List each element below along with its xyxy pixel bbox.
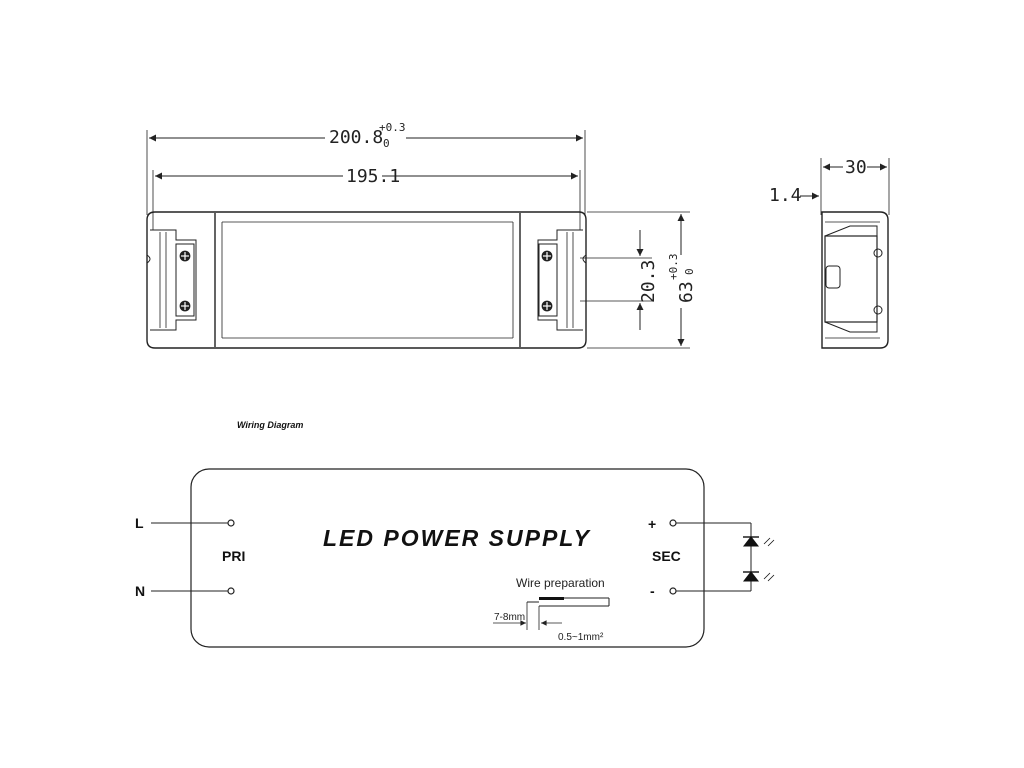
housing-outline [146, 211, 587, 349]
right-dimensions [580, 211, 690, 349]
dim-overall-tol-lower: 0 [383, 137, 390, 150]
wiring-caption: Wiring Diagram [237, 420, 303, 430]
supply-box [190, 468, 705, 648]
dim-height-tol-lower: 0 [683, 268, 696, 275]
led-symbols [742, 536, 775, 582]
wire-insulation [539, 597, 564, 600]
terminal-l [227, 519, 235, 527]
terminal-minus [669, 587, 677, 595]
dim-height-label: 63 [676, 281, 697, 303]
dim-height-tol-upper: +0.3 [667, 254, 680, 281]
dim-overall-label: 200.8 [329, 127, 383, 148]
dim-offset-label: 1.4 [769, 185, 802, 206]
led-1-icon [742, 536, 775, 547]
label-l: L [135, 515, 144, 531]
left-end-cap [146, 229, 197, 331]
supply-title: LED POWER SUPPLY [323, 525, 592, 551]
top-view [146, 130, 587, 349]
terminal-screws [178, 249, 554, 313]
label-n: N [135, 583, 145, 599]
label-plus: + [648, 516, 656, 532]
terminal-n [227, 587, 235, 595]
label-sec: SEC [652, 548, 681, 564]
side-housing [821, 211, 889, 349]
right-end-cap [537, 229, 587, 331]
terminal-plus [669, 519, 677, 527]
wire-prep-title: Wire preparation [516, 576, 605, 590]
label-minus: - [650, 583, 655, 599]
wire-gauge: 0.5~1mm² [558, 632, 604, 643]
side-view [800, 158, 890, 349]
dim-mount-label: 195.1 [346, 166, 400, 187]
wire-strip-length: 7-8mm [494, 612, 525, 623]
label-pri: PRI [222, 548, 245, 564]
dim-depth-label: 30 [845, 157, 867, 178]
dim-hole-spacing-label: 20.3 [638, 260, 659, 303]
dim-overall-tol-upper: +0.3 [379, 121, 406, 134]
led-2-icon [742, 571, 775, 582]
